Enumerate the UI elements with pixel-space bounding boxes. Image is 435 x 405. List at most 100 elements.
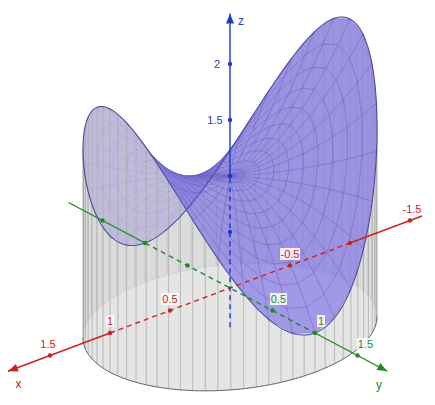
axis-label: z xyxy=(237,15,245,27)
cylinder-wall-line xyxy=(146,148,147,385)
tick-label: 0.5 xyxy=(270,293,287,305)
cylinder-wall-line xyxy=(117,114,118,375)
cylinder-wall-face xyxy=(293,333,304,379)
cylinder-wall-face xyxy=(85,117,88,354)
axis-label: x xyxy=(14,378,22,390)
tick-dot xyxy=(348,241,352,245)
cylinder-wall-line xyxy=(168,181,169,388)
cylinder-wall-line xyxy=(136,134,137,382)
tick-dot xyxy=(228,230,232,234)
axis-line xyxy=(69,203,146,244)
surface-patch xyxy=(201,176,216,178)
tick-dot xyxy=(143,241,147,245)
cylinder-wall-line xyxy=(315,333,316,372)
cylinder-wall-face xyxy=(304,333,315,376)
surface-patch xyxy=(201,177,216,179)
tick-label: 1.5 xyxy=(206,114,223,126)
tick-dot xyxy=(48,353,52,357)
cylinder-wall-face xyxy=(97,107,103,368)
cylinder-wall-face xyxy=(110,109,118,376)
cylinder-wall-line xyxy=(363,248,364,343)
cylinder-wall-line xyxy=(230,277,231,390)
cylinder-wall-face xyxy=(269,319,281,384)
tick-dot xyxy=(288,263,292,267)
cylinder-wall-face xyxy=(127,123,137,382)
cylinder-wall-line xyxy=(103,107,104,368)
cylinder-wall-line xyxy=(350,289,351,354)
cylinder-wall-line xyxy=(368,225,369,338)
surface-patch xyxy=(230,171,244,176)
surface-patch xyxy=(347,116,362,159)
tick-label: -1.5 xyxy=(402,203,423,215)
cylinder-wall-line xyxy=(92,111,93,359)
axis-line xyxy=(8,333,110,371)
cylinder-wall-line xyxy=(88,117,89,354)
cylinder-wall-face xyxy=(256,308,269,387)
cylinder-wall-face xyxy=(136,134,146,385)
cylinder-wall-face xyxy=(92,107,97,363)
cylinder-wall-line xyxy=(304,335,305,376)
cylinder-wall-line xyxy=(292,333,293,379)
cylinder-wall-face xyxy=(281,328,293,382)
cylinder-wall-line xyxy=(97,107,98,363)
cylinder-wall-line xyxy=(334,318,335,364)
surface-patch xyxy=(318,137,333,166)
cylinder-wall-line xyxy=(126,123,127,379)
cylinder-wall-line xyxy=(256,308,257,387)
tick-dot xyxy=(100,218,104,222)
intersection-curve xyxy=(83,17,377,335)
surface-patch xyxy=(202,174,217,176)
cylinder-wall-face xyxy=(193,220,206,391)
axis-line xyxy=(315,333,387,371)
tick-dot xyxy=(168,308,172,312)
tick-label: 1 xyxy=(317,315,325,327)
tick-dot xyxy=(313,331,317,335)
cylinder-wall-line xyxy=(217,259,218,391)
cylinder-wall-face xyxy=(218,259,231,391)
cylinder-wall-line xyxy=(157,164,158,387)
tick-dot xyxy=(270,308,274,312)
axis-arrowhead xyxy=(226,14,234,24)
cylinder-wall-face xyxy=(205,240,218,391)
cylinder-wall-face xyxy=(358,248,364,348)
tick-label: 0.5 xyxy=(161,293,178,305)
cylinder-wall-line xyxy=(325,327,326,368)
tick-dot xyxy=(108,331,112,335)
axis-arrowhead xyxy=(8,364,19,371)
tick-dot xyxy=(408,218,412,222)
cylinder-wall-line xyxy=(281,328,282,382)
cylinder-base-front xyxy=(83,317,377,391)
tick-dot xyxy=(228,62,232,66)
tick-label: 1.5 xyxy=(357,338,374,350)
cylinder-wall-face xyxy=(157,164,168,389)
cylinder-wall-face xyxy=(84,126,86,349)
tick-dot xyxy=(185,263,189,267)
cylinder-wall-line xyxy=(180,200,181,390)
cylinder-wall-line xyxy=(85,126,86,349)
cylinder-wall-face xyxy=(146,148,157,387)
cylinder-wall-face xyxy=(244,293,257,388)
tick-label: 2 xyxy=(213,58,221,70)
surface-patch xyxy=(332,127,347,163)
tick-label: 1.5 xyxy=(39,338,56,350)
surface-patch xyxy=(362,104,377,156)
surface-patch xyxy=(230,172,245,176)
axes xyxy=(8,14,422,372)
tick-dot xyxy=(228,118,232,122)
axis-arrowhead xyxy=(377,363,388,371)
surface-patch xyxy=(230,174,245,176)
cylinder-wall-face xyxy=(88,111,92,359)
tick-dot xyxy=(228,174,232,178)
surface-patch xyxy=(287,168,303,183)
cylinder-wall-line xyxy=(376,151,377,322)
surface-patch xyxy=(303,146,318,168)
cylinder-wall-line xyxy=(205,240,206,391)
cylinder-wall-face xyxy=(180,200,192,390)
surface-patch xyxy=(289,154,304,171)
cylinder-wall-line xyxy=(268,319,269,384)
tick-dot xyxy=(355,353,359,357)
tick-label: 1 xyxy=(106,315,114,327)
axis-line xyxy=(350,216,422,243)
cylinder-wall-line xyxy=(374,176,375,327)
